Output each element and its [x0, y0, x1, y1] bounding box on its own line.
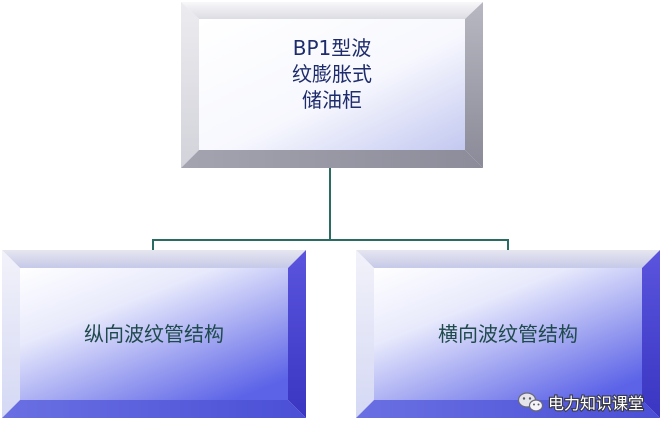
root-node-label-line-2: 纹膨胀式 [292, 62, 372, 86]
root-node-left-bevel [181, 2, 199, 168]
root-node-right-bevel [465, 2, 483, 168]
root-node-top-bevel [181, 2, 483, 19]
child-node-right-label: 横向波纹管结构 [438, 322, 578, 346]
child-node-right-right-bevel [642, 250, 660, 418]
connector-lines [152, 168, 509, 251]
watermark: 电力知识课堂 [517, 392, 645, 414]
watermark-text: 电力知识课堂 [548, 394, 644, 413]
child-node-left-label: 纵向波纹管结构 [84, 322, 224, 346]
root-node-label-line-1: BP1型波 [293, 36, 372, 60]
child-node-right-left-bevel [356, 250, 374, 418]
child-node-left-bottom-bevel [2, 400, 306, 418]
child-node-left-face [20, 268, 288, 400]
child-node-right-face [374, 268, 642, 400]
child-node-right-bottom-bevel [356, 400, 660, 418]
child-node-right: 横向波纹管结构 [356, 250, 660, 418]
child-node-right-top-bevel [356, 250, 660, 268]
root-node-bottom-bevel [181, 150, 483, 168]
root-node-label-line-3: 储油柜 [302, 88, 362, 112]
root-node: BP1型波 纹膨胀式 储油柜 [181, 2, 483, 168]
wechat-icon [517, 392, 544, 412]
child-node-left-top-bevel [2, 250, 306, 268]
child-node-left: 纵向波纹管结构 [2, 250, 306, 418]
root-node-face [199, 19, 465, 150]
child-node-left-right-bevel [288, 250, 306, 418]
child-node-left-left-bevel [2, 250, 20, 418]
